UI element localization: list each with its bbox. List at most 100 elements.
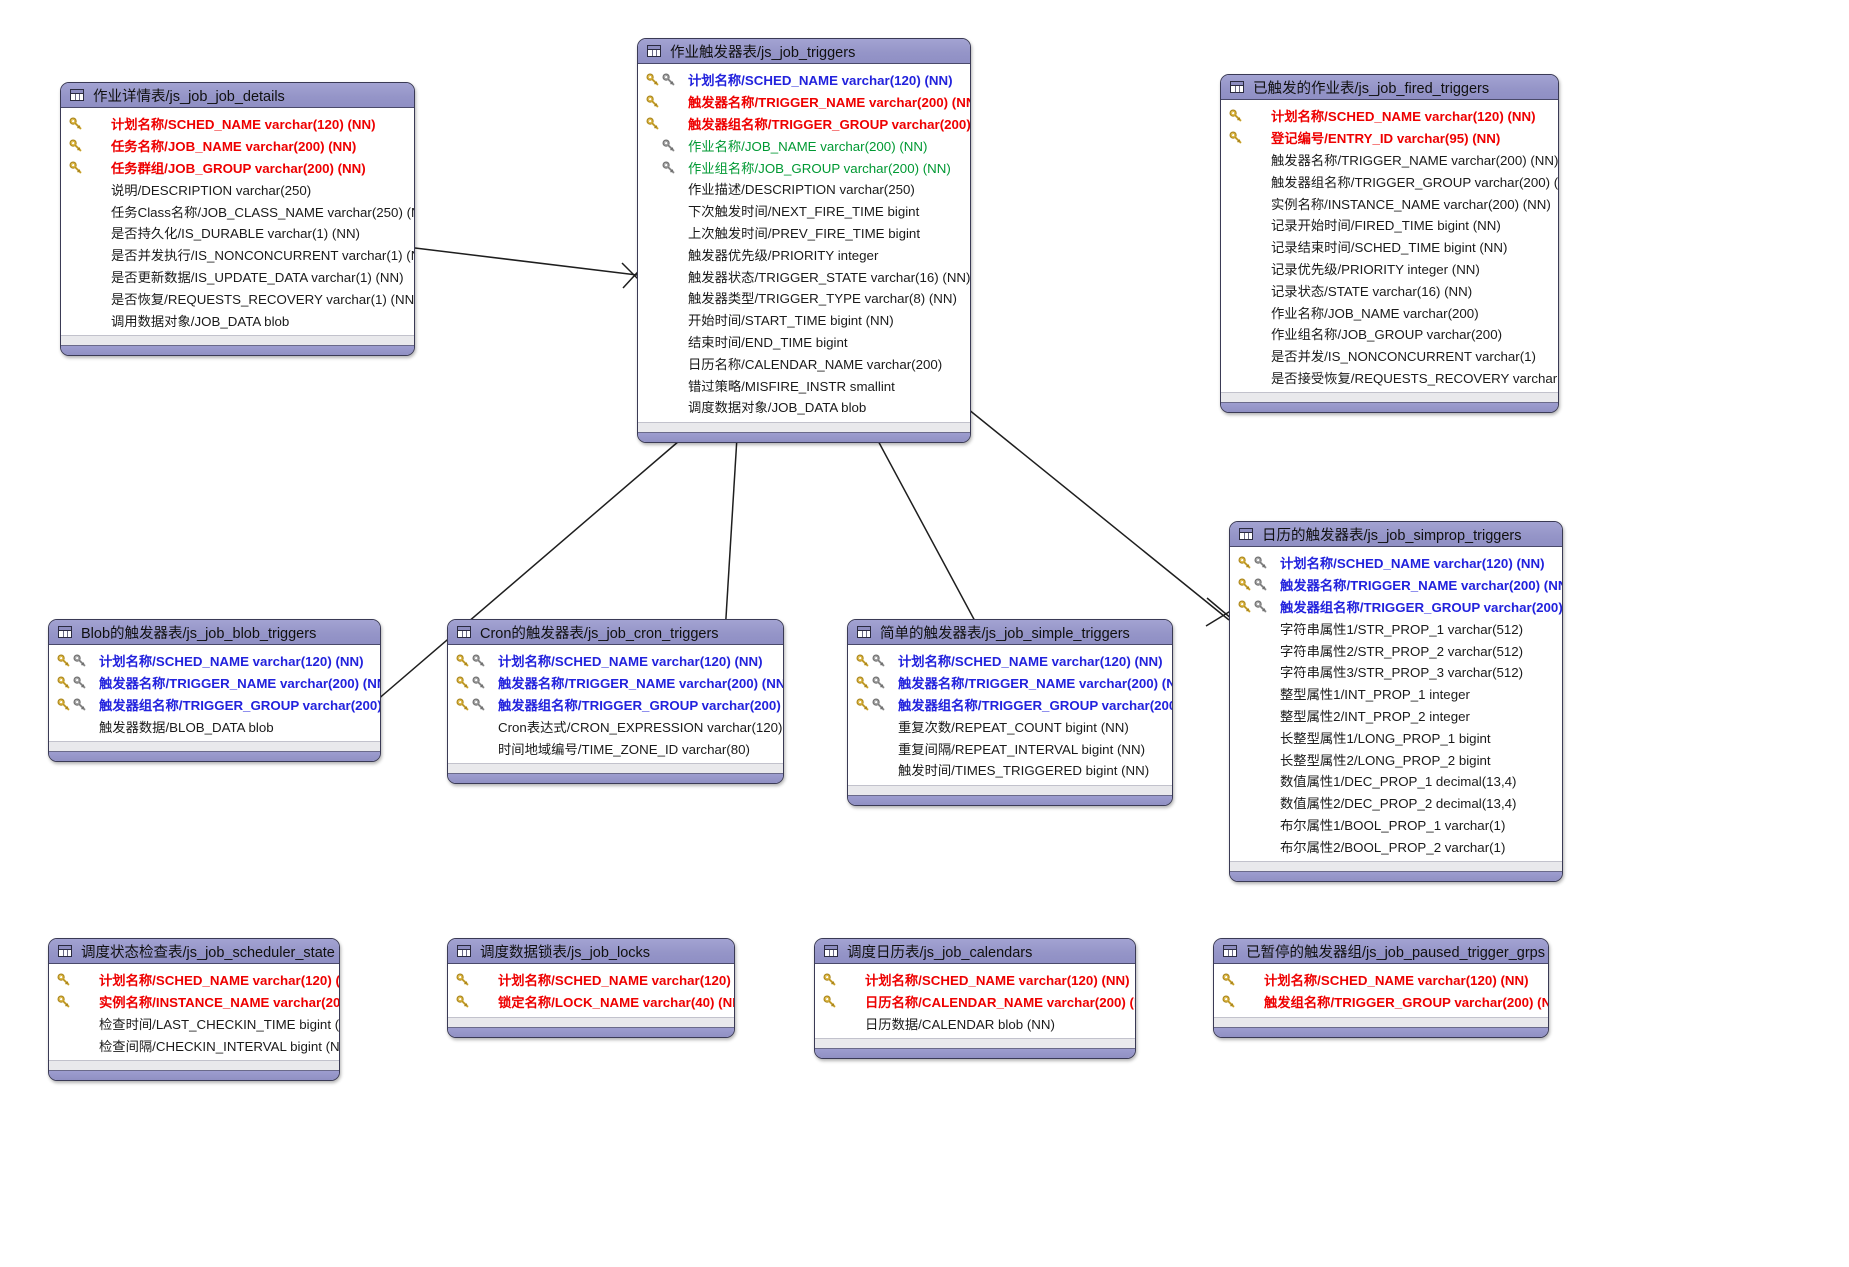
entity-header-job_locks[interactable]: 调度数据锁表/js_job_locks [448, 939, 734, 964]
attribute-row[interactable]: 任务名称/JOB_NAME varchar(200) (NN) [61, 135, 414, 157]
attribute-row[interactable]: 数值属性1/DEC_PROP_1 decimal(13,4) [1230, 770, 1562, 792]
attribute-row[interactable]: 计划名称/SCHED_NAME varchar(120) (NN) [848, 650, 1172, 672]
attribute-row[interactable]: 任务Class名称/JOB_CLASS_NAME varchar(250) (N… [61, 200, 414, 222]
entity-job_scheduler_state[interactable]: 调度状态检查表/js_job_scheduler_state 计划名称/SCHED… [48, 938, 340, 1082]
attribute-row[interactable]: 触发器名称/TRIGGER_NAME varchar(200) (NN) [448, 672, 783, 694]
entity-header-job_simprop_triggers[interactable]: 日历的触发器表/js_job_simprop_triggers [1230, 522, 1562, 547]
attribute-row[interactable]: 登记编号/ENTRY_ID varchar(95) (NN) [1221, 127, 1558, 149]
attribute-row[interactable]: 触发器组名称/TRIGGER_GROUP varchar(200) (NN) [848, 694, 1172, 716]
attribute-row[interactable]: 整型属性2/INT_PROP_2 integer [1230, 705, 1562, 727]
attribute-row[interactable]: 是否恢复/REQUESTS_RECOVERY varchar(1) (NN) [61, 287, 414, 309]
attribute-row[interactable]: 计划名称/SCHED_NAME varchar(120) (NN) [815, 969, 1135, 991]
attribute-row[interactable]: 计划名称/SCHED_NAME varchar(120) (NN) [1214, 969, 1548, 991]
attribute-row[interactable]: 计划名称/SCHED_NAME varchar(120) (NN) [49, 650, 380, 672]
attribute-row[interactable]: 计划名称/SCHED_NAME varchar(120) (NN) [49, 969, 339, 991]
attribute-row[interactable]: 下次触发时间/NEXT_FIRE_TIME bigint [638, 200, 970, 222]
entity-header-job_job_details[interactable]: 作业详情表/js_job_job_details [61, 83, 414, 108]
attribute-row[interactable]: 日历名称/CALENDAR_NAME varchar(200) [638, 352, 970, 374]
attribute-row[interactable]: 开始时间/START_TIME bigint (NN) [638, 309, 970, 331]
entity-header-job_calendars[interactable]: 调度日历表/js_job_calendars [815, 939, 1135, 964]
attribute-row[interactable]: 记录优先级/PRIORITY integer (NN) [1221, 258, 1558, 280]
attribute-row[interactable]: 字符串属性3/STR_PROP_3 varchar(512) [1230, 661, 1562, 683]
attribute-row[interactable]: 实例名称/INSTANCE_NAME varchar(200) (NN) [49, 991, 339, 1013]
attribute-row[interactable]: 长整型属性1/LONG_PROP_1 bigint [1230, 726, 1562, 748]
attribute-row[interactable]: 计划名称/SCHED_NAME varchar(120) (NN) [1221, 105, 1558, 127]
attribute-row[interactable]: 作业名称/JOB_NAME varchar(200) [1221, 301, 1558, 323]
attribute-row[interactable]: 触发组名称/TRIGGER_GROUP varchar(200) (NN) [1214, 991, 1548, 1013]
entity-job_simple_triggers[interactable]: 简单的触发器表/js_job_simple_triggers 计划名称/SCHED… [847, 619, 1173, 806]
attribute-row[interactable]: 是否并发/IS_NONCONCURRENT varchar(1) [1221, 345, 1558, 367]
attribute-row[interactable]: 字符串属性1/STR_PROP_1 varchar(512) [1230, 617, 1562, 639]
entity-job_calendars[interactable]: 调度日历表/js_job_calendars 计划名称/SCHED_NAME va… [814, 938, 1136, 1060]
attribute-row[interactable]: Cron表达式/CRON_EXPRESSION varchar(120) (NN… [448, 715, 783, 737]
attribute-row[interactable]: 触发器组名称/TRIGGER_GROUP varchar(200) (NN) [448, 694, 783, 716]
entity-job_triggers[interactable]: 作业触发器表/js_job_triggers 计划名称/SCHED_NAME va… [637, 38, 971, 443]
attribute-row[interactable]: 触发器数据/BLOB_DATA blob [49, 715, 380, 737]
attribute-row[interactable]: 日历名称/CALENDAR_NAME varchar(200) (NN) [815, 991, 1135, 1013]
attribute-row[interactable]: 长整型属性2/LONG_PROP_2 bigint [1230, 748, 1562, 770]
attribute-row[interactable]: 触发器名称/TRIGGER_NAME varchar(200) (NN) [1221, 149, 1558, 171]
entity-header-job_paused_trigger_grps[interactable]: 已暂停的触发器组/js_job_paused_trigger_grps [1214, 939, 1548, 964]
attribute-row[interactable]: 触发器名称/TRIGGER_NAME varchar(200) (NN) [638, 91, 970, 113]
entity-job_paused_trigger_grps[interactable]: 已暂停的触发器组/js_job_paused_trigger_grps 计划名称/… [1213, 938, 1549, 1038]
attribute-row[interactable]: 触发器名称/TRIGGER_NAME varchar(200) (NN) [848, 672, 1172, 694]
attribute-row[interactable]: 布尔属性1/BOOL_PROP_1 varchar(1) [1230, 814, 1562, 836]
attribute-row[interactable]: 时间地域编号/TIME_ZONE_ID varchar(80) [448, 737, 783, 759]
attribute-row[interactable]: 记录状态/STATE varchar(16) (NN) [1221, 279, 1558, 301]
attribute-row[interactable]: 触发器名称/TRIGGER_NAME varchar(200) (NN) [49, 672, 380, 694]
attribute-row[interactable]: 是否并发执行/IS_NONCONCURRENT varchar(1) (NN) [61, 244, 414, 266]
entity-job_blob_triggers[interactable]: Blob的触发器表/js_job_blob_triggers 计划名称/SCHED… [48, 619, 381, 763]
attribute-row[interactable]: 触发器组名称/TRIGGER_GROUP varchar(200) (NN) [49, 694, 380, 716]
attribute-row[interactable]: 是否接受恢复/REQUESTS_RECOVERY varchar(1) [1221, 367, 1558, 389]
attribute-row[interactable]: 触发器状态/TRIGGER_STATE varchar(16) (NN) [638, 265, 970, 287]
attribute-row[interactable]: 检查间隔/CHECKIN_INTERVAL bigint (NN) [49, 1034, 339, 1056]
attribute-row[interactable]: 触发器组名称/TRIGGER_GROUP varchar(200) (NN) [1221, 170, 1558, 192]
attribute-row[interactable]: 说明/DESCRIPTION varchar(250) [61, 178, 414, 200]
attribute-row[interactable]: 记录结束时间/SCHED_TIME bigint (NN) [1221, 236, 1558, 258]
entity-job_fired_triggers[interactable]: 已触发的作业表/js_job_fired_triggers 计划名称/SCHED_… [1220, 74, 1559, 414]
entity-header-job_fired_triggers[interactable]: 已触发的作业表/js_job_fired_triggers [1221, 75, 1558, 100]
entity-job_cron_triggers[interactable]: Cron的触发器表/js_job_cron_triggers 计划名称/SCHED… [447, 619, 784, 784]
attribute-row[interactable]: 是否持久化/IS_DURABLE varchar(1) (NN) [61, 222, 414, 244]
attribute-row[interactable]: 计划名称/SCHED_NAME varchar(120) (NN) [638, 69, 970, 91]
attribute-row[interactable]: 上次触发时间/PREV_FIRE_TIME bigint [638, 222, 970, 244]
attribute-row[interactable]: 触发器组名称/TRIGGER_GROUP varchar(200) (NN) [1230, 596, 1562, 618]
attribute-row[interactable]: 记录开始时间/FIRED_TIME bigint (NN) [1221, 214, 1558, 236]
attribute-row[interactable]: 作业名称/JOB_NAME varchar(200) (NN) [638, 134, 970, 156]
attribute-row[interactable]: 是否更新数据/IS_UPDATE_DATA varchar(1) (NN) [61, 266, 414, 288]
attribute-row[interactable]: 数值属性2/DEC_PROP_2 decimal(13,4) [1230, 792, 1562, 814]
entity-job_simprop_triggers[interactable]: 日历的触发器表/js_job_simprop_triggers 计划名称/SCHE… [1229, 521, 1563, 883]
attribute-row[interactable]: 计划名称/SCHED_NAME varchar(120) (NN) [448, 969, 734, 991]
attribute-row[interactable]: 结束时间/END_TIME bigint [638, 331, 970, 353]
attribute-row[interactable]: 作业组名称/JOB_GROUP varchar(200) [1221, 323, 1558, 345]
attribute-row[interactable]: 作业描述/DESCRIPTION varchar(250) [638, 178, 970, 200]
attribute-row[interactable]: 计划名称/SCHED_NAME varchar(120) (NN) [1230, 552, 1562, 574]
attribute-row[interactable]: 检查时间/LAST_CHECKIN_TIME bigint (NN) [49, 1013, 339, 1035]
attribute-row[interactable]: 字符串属性2/STR_PROP_2 varchar(512) [1230, 639, 1562, 661]
attribute-row[interactable]: 布尔属性2/BOOL_PROP_2 varchar(1) [1230, 835, 1562, 857]
attribute-row[interactable]: 计划名称/SCHED_NAME varchar(120) (NN) [61, 113, 414, 135]
entity-header-job_simple_triggers[interactable]: 简单的触发器表/js_job_simple_triggers [848, 620, 1172, 645]
entity-header-job_triggers[interactable]: 作业触发器表/js_job_triggers [638, 39, 970, 64]
attribute-row[interactable]: 任务群组/JOB_GROUP varchar(200) (NN) [61, 157, 414, 179]
attribute-row[interactable]: 调用数据对象/JOB_DATA blob [61, 309, 414, 331]
entity-job_job_details[interactable]: 作业详情表/js_job_job_details 计划名称/SCHED_NAME … [60, 82, 415, 356]
entity-job_locks[interactable]: 调度数据锁表/js_job_locks 计划名称/SCHED_NAME varch… [447, 938, 735, 1038]
attribute-row[interactable]: 触发器类型/TRIGGER_TYPE varchar(8) (NN) [638, 287, 970, 309]
attribute-row[interactable]: 触发器名称/TRIGGER_NAME varchar(200) (NN) [1230, 574, 1562, 596]
entity-header-job_scheduler_state[interactable]: 调度状态检查表/js_job_scheduler_state [49, 939, 339, 964]
attribute-row[interactable]: 整型属性1/INT_PROP_1 integer [1230, 683, 1562, 705]
attribute-row[interactable]: 调度数据对象/JOB_DATA blob [638, 396, 970, 418]
attribute-row[interactable]: 计划名称/SCHED_NAME varchar(120) (NN) [448, 650, 783, 672]
attribute-row[interactable]: 锁定名称/LOCK_NAME varchar(40) (NN) [448, 991, 734, 1013]
attribute-row[interactable]: 触发时间/TIMES_TRIGGERED bigint (NN) [848, 759, 1172, 781]
attribute-row[interactable]: 重复次数/REPEAT_COUNT bigint (NN) [848, 715, 1172, 737]
entity-header-job_blob_triggers[interactable]: Blob的触发器表/js_job_blob_triggers [49, 620, 380, 645]
attribute-row[interactable]: 触发器组名称/TRIGGER_GROUP varchar(200) (NN) [638, 113, 970, 135]
entity-header-job_cron_triggers[interactable]: Cron的触发器表/js_job_cron_triggers [448, 620, 783, 645]
attribute-row[interactable]: 日历数据/CALENDAR blob (NN) [815, 1013, 1135, 1035]
attribute-row[interactable]: 错过策略/MISFIRE_INSTR smallint [638, 374, 970, 396]
attribute-row[interactable]: 重复间隔/REPEAT_INTERVAL bigint (NN) [848, 737, 1172, 759]
attribute-row[interactable]: 实例名称/INSTANCE_NAME varchar(200) (NN) [1221, 192, 1558, 214]
attribute-row[interactable]: 作业组名称/JOB_GROUP varchar(200) (NN) [638, 156, 970, 178]
